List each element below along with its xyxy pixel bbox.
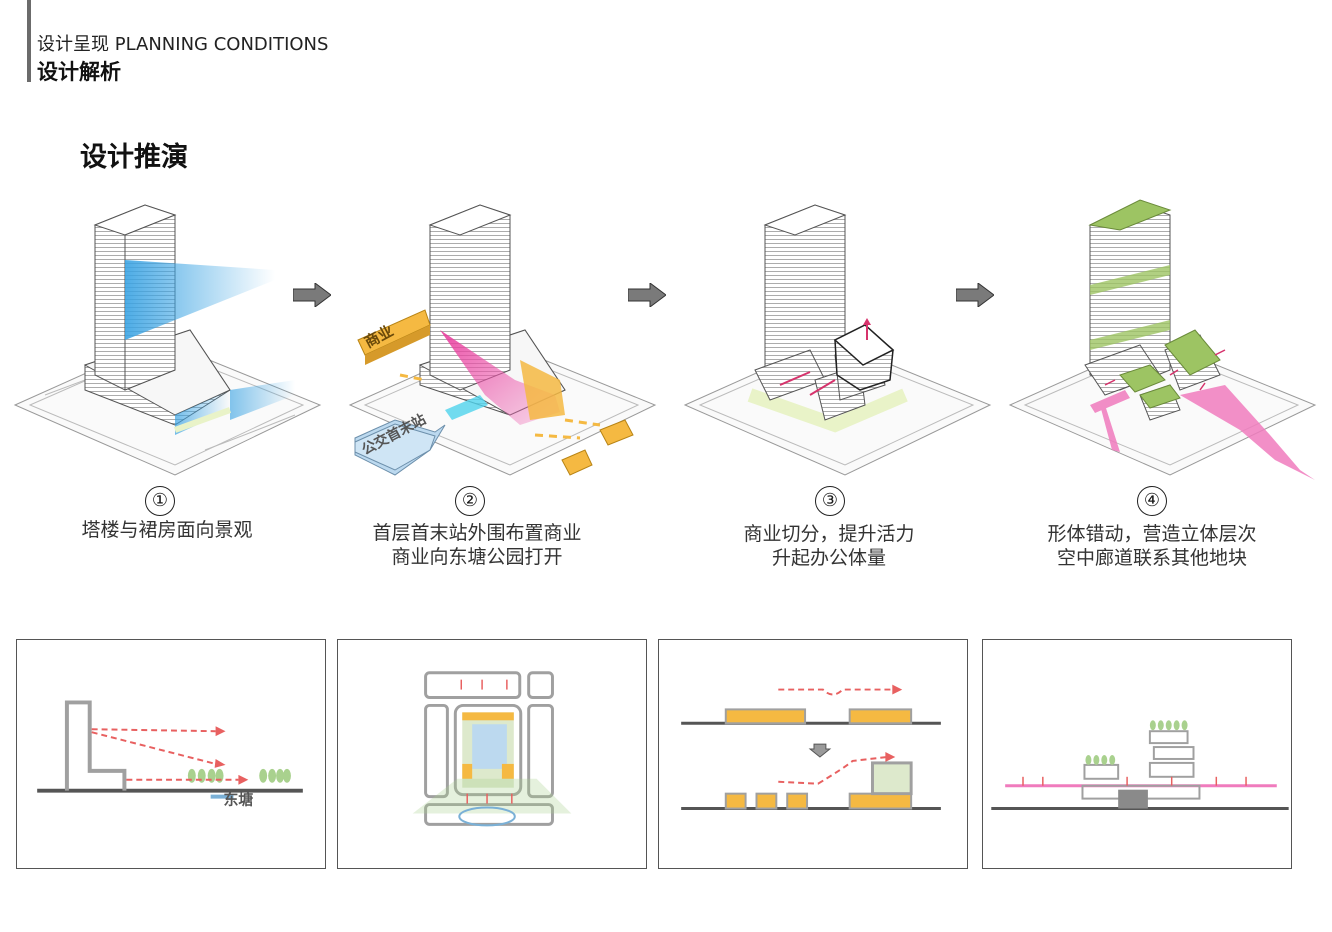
step-4-caption-line-1: 形体错动，营造立体层次 — [1047, 523, 1257, 545]
step-2-number: ② — [455, 486, 485, 516]
step-4-diagram: ④ — [1000, 180, 1320, 516]
step-1-caption: 塔楼与裙房面向景观 — [17, 518, 317, 542]
next-arrow-icon — [628, 283, 666, 307]
section-panel-4 — [982, 639, 1292, 869]
step-1-caption-line-1: 塔楼与裙房面向景观 — [81, 519, 253, 541]
step-4-caption: 形体错动，营造立体层次 空中廊道联系其他地块 — [1002, 522, 1302, 570]
dongtang-label: 东塘 — [224, 791, 254, 809]
header-title: 设计解析 — [37, 60, 121, 84]
step-3-number: ③ — [815, 486, 845, 516]
section-title: 设计推演 — [80, 142, 188, 173]
header-subtitle: 设计呈现 PLANNING CONDITIONS — [37, 34, 329, 55]
step-3-caption-line-1: 商业切分，提升活力 — [743, 523, 915, 545]
section-panel-2 — [337, 639, 647, 869]
header-accent-bar — [27, 0, 31, 82]
step-2-caption-line-2: 商业向东塘公园打开 — [391, 546, 563, 568]
section-panel-3 — [658, 639, 968, 869]
step-1-diagram: ① — [5, 180, 325, 516]
step-3-diagram: ③ — [675, 180, 995, 516]
step-2-caption-line-1: 首层首末站外围布置商业 — [372, 522, 582, 544]
next-arrow-icon — [956, 283, 994, 307]
step-4-caption-line-2: 空中廊道联系其他地块 — [1056, 547, 1247, 569]
step-3-caption-line-2: 升起办公体量 — [771, 547, 886, 569]
step-4-number: ④ — [1137, 486, 1167, 516]
step-2-diagram: 商业 公交首末站 ② — [340, 180, 660, 516]
step-2-caption: 首层首末站外围布置商业 商业向东塘公园打开 — [327, 521, 627, 569]
step-3-caption: 商业切分，提升活力 升起办公体量 — [679, 522, 979, 570]
next-arrow-icon — [293, 283, 331, 307]
section-panel-1: 东塘 — [16, 639, 326, 869]
step-1-number: ① — [145, 486, 175, 516]
